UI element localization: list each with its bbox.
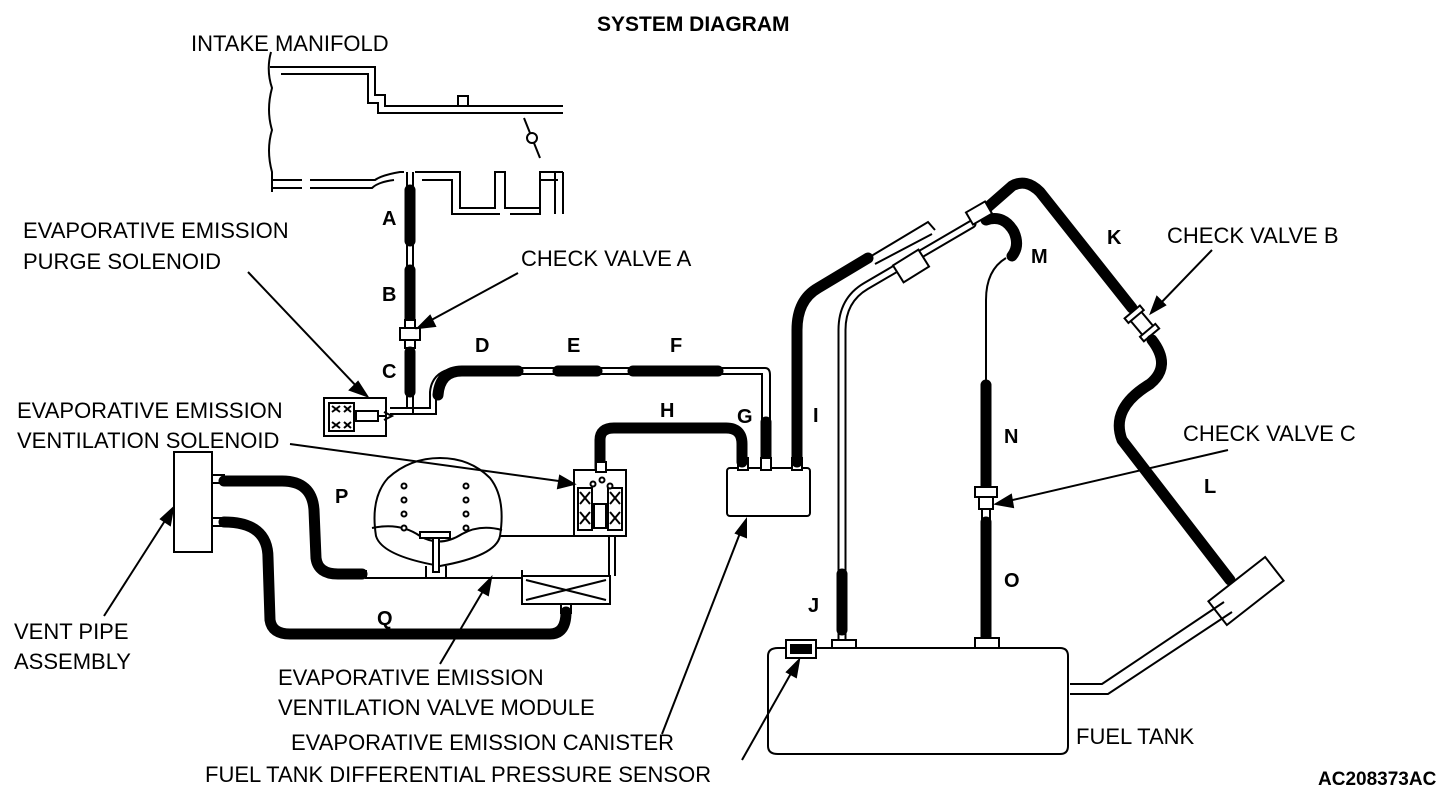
filler-neck bbox=[1070, 555, 1286, 695]
check-valve-m-fitting bbox=[964, 200, 994, 226]
hose-d bbox=[432, 365, 524, 401]
canister-label: EVAPORATIVE EMISSION CANISTER bbox=[291, 730, 674, 755]
vent-pipe-label-2: ASSEMBLY bbox=[14, 649, 131, 674]
vent-valve-module-label-2: VENTILATION VALVE MODULE bbox=[278, 695, 595, 720]
hose-label-l: L bbox=[1204, 476, 1216, 498]
vent-pipe-label-1: VENT PIPE bbox=[14, 619, 129, 644]
check-valve-c bbox=[974, 486, 998, 520]
hose-label-i: I bbox=[813, 405, 819, 427]
vent-solenoid-label-1: EVAPORATIVE EMISSION bbox=[17, 398, 283, 423]
vent-solenoid-label-2: VENTILATION SOLENOID bbox=[17, 428, 279, 453]
pipe-joint-upper bbox=[891, 248, 931, 284]
leader-lines bbox=[103, 249, 1229, 761]
purge-solenoid bbox=[323, 397, 395, 437]
intake-manifold-label: INTAKE MANIFOLD bbox=[191, 31, 389, 56]
hose-label-e: E bbox=[567, 335, 580, 357]
purge-solenoid-label-1: EVAPORATIVE EMISSION bbox=[23, 218, 289, 243]
intake-manifold bbox=[267, 51, 564, 215]
fuel-tank bbox=[767, 647, 1069, 755]
hose-label-k: K bbox=[1107, 227, 1122, 249]
hose-label-p: P bbox=[335, 486, 348, 508]
hose-m bbox=[980, 213, 1023, 262]
hose-label-d: D bbox=[475, 335, 489, 357]
hose-label-g: G bbox=[737, 406, 753, 428]
fuel-tank-label: FUEL TANK bbox=[1076, 724, 1195, 749]
hose-label-m: M bbox=[1031, 246, 1048, 268]
pressure-sensor-core bbox=[790, 644, 812, 654]
hose-h bbox=[594, 422, 748, 474]
pressure-sensor-label: FUEL TANK DIFFERENTIAL PRESSURE SENSOR bbox=[205, 762, 711, 787]
check-valve-b-label: CHECK VALVE B bbox=[1167, 223, 1339, 248]
throttle-valve bbox=[526, 132, 538, 144]
hose-label-q: Q bbox=[377, 608, 393, 630]
line-m bbox=[985, 257, 1007, 385]
hose-label-c: C bbox=[382, 361, 396, 383]
purge-solenoid-label-2: PURGE SOLENOID bbox=[23, 249, 221, 274]
vent-pipe-assembly bbox=[173, 451, 225, 553]
ventilation-valve-module bbox=[365, 456, 616, 614]
hose-label-j: J bbox=[808, 595, 819, 617]
hose-label-n: N bbox=[1004, 426, 1018, 448]
hose-label-b: B bbox=[382, 284, 396, 306]
check-valve-a bbox=[399, 319, 421, 349]
figure-id: AC208373AC bbox=[1318, 769, 1437, 790]
diagram-title: SYSTEM DIAGRAM bbox=[597, 13, 790, 36]
check-valve-c-label: CHECK VALVE C bbox=[1183, 421, 1356, 446]
hose-label-f: F bbox=[670, 335, 682, 357]
hose-label-a: A bbox=[382, 208, 396, 230]
purge-line-d-inner bbox=[390, 373, 763, 455]
hose-i bbox=[791, 252, 874, 468]
ventilation-solenoid bbox=[573, 461, 627, 537]
vent-valve-module-label-1: EVAPORATIVE EMISSION bbox=[278, 665, 544, 690]
hose-label-o: O bbox=[1004, 570, 1020, 592]
hose-k bbox=[974, 177, 1138, 314]
hose-l bbox=[1113, 334, 1236, 586]
hose-q bbox=[218, 516, 572, 640]
hose-label-h: H bbox=[660, 400, 674, 422]
hose-p bbox=[218, 475, 368, 580]
check-valve-a-label: CHECK VALVE A bbox=[521, 246, 692, 271]
vapor-line-upper bbox=[867, 220, 936, 265]
